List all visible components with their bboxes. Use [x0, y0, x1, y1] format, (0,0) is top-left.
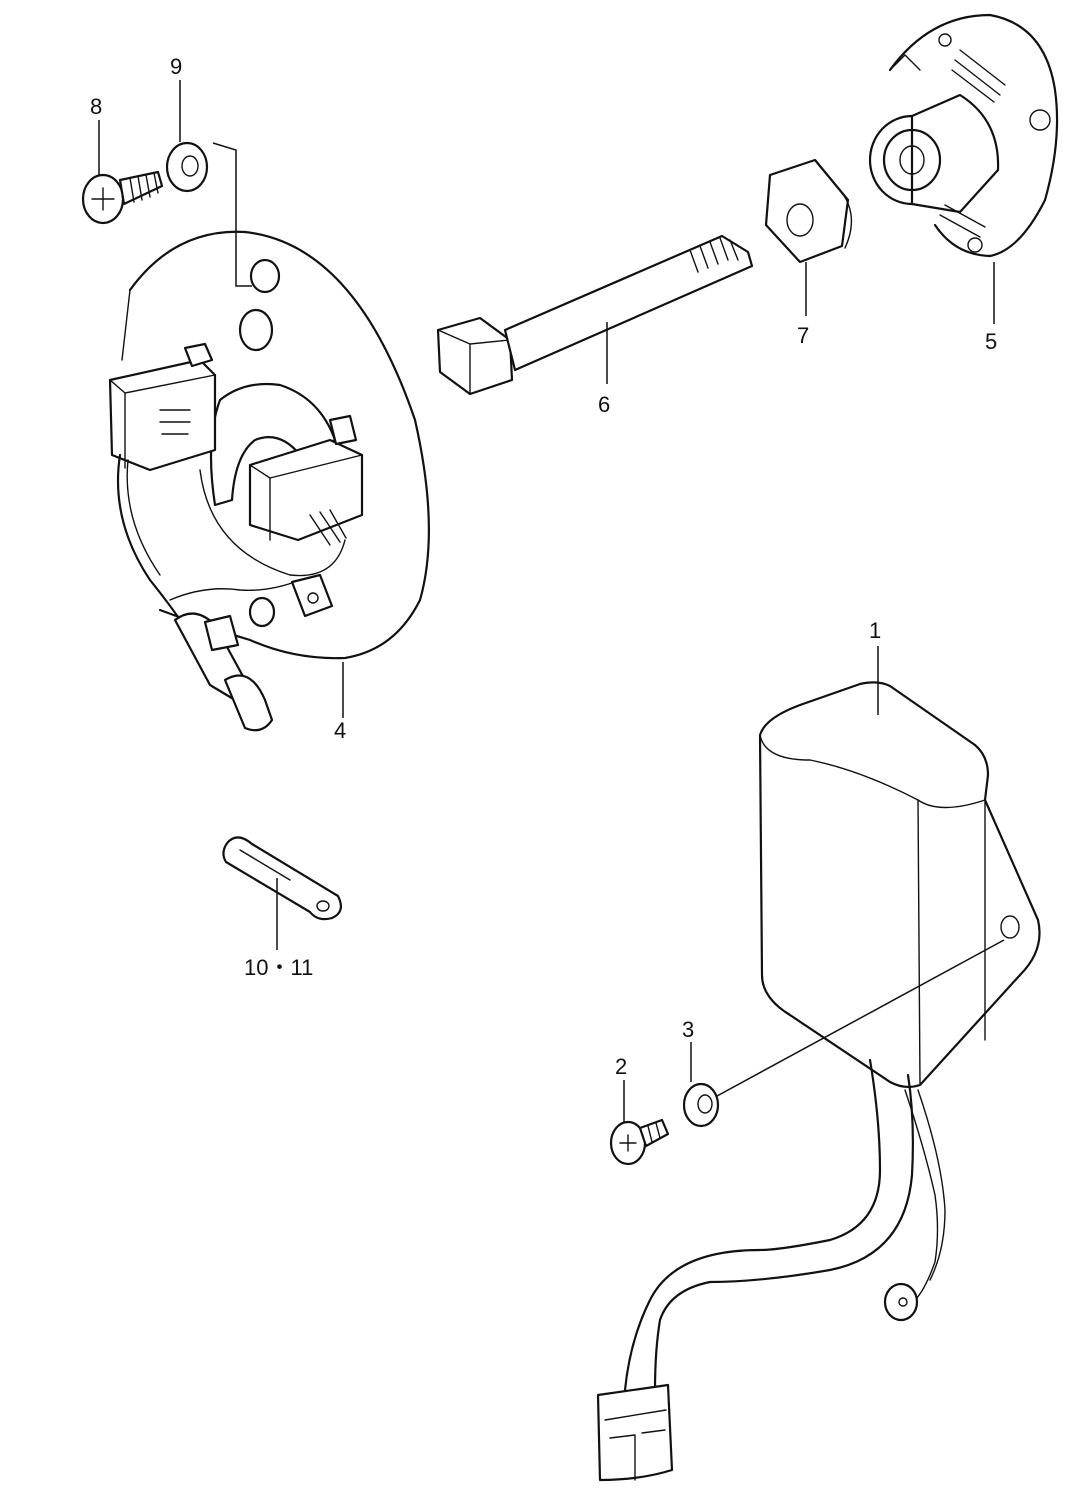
- callout-7: 7: [797, 323, 809, 348]
- part-9-washer[interactable]: [165, 141, 209, 193]
- part-10-11-clamp[interactable]: [222, 836, 343, 921]
- part-4-base-plate[interactable]: [108, 230, 430, 732]
- part-8-screw[interactable]: [81, 170, 164, 225]
- callout-2: 2: [615, 1054, 627, 1079]
- callout-8: 8: [90, 94, 102, 119]
- callout-1: 1: [869, 618, 881, 643]
- callout-10-11: 10・11: [244, 955, 313, 980]
- part-5-advancer[interactable]: [868, 13, 1059, 258]
- part-3-washer[interactable]: [682, 1082, 720, 1128]
- callout-9: 9: [170, 54, 182, 79]
- callout-5: 5: [985, 329, 997, 354]
- part-1-cdi-unit[interactable]: [596, 681, 1041, 1482]
- callout-6: 6: [598, 392, 610, 417]
- callout-3: 3: [682, 1017, 694, 1042]
- part-2-screw[interactable]: [609, 1118, 670, 1166]
- part-6-bolt[interactable]: [436, 234, 754, 396]
- part-7-nut[interactable]: [764, 158, 853, 264]
- callout-4: 4: [334, 718, 346, 743]
